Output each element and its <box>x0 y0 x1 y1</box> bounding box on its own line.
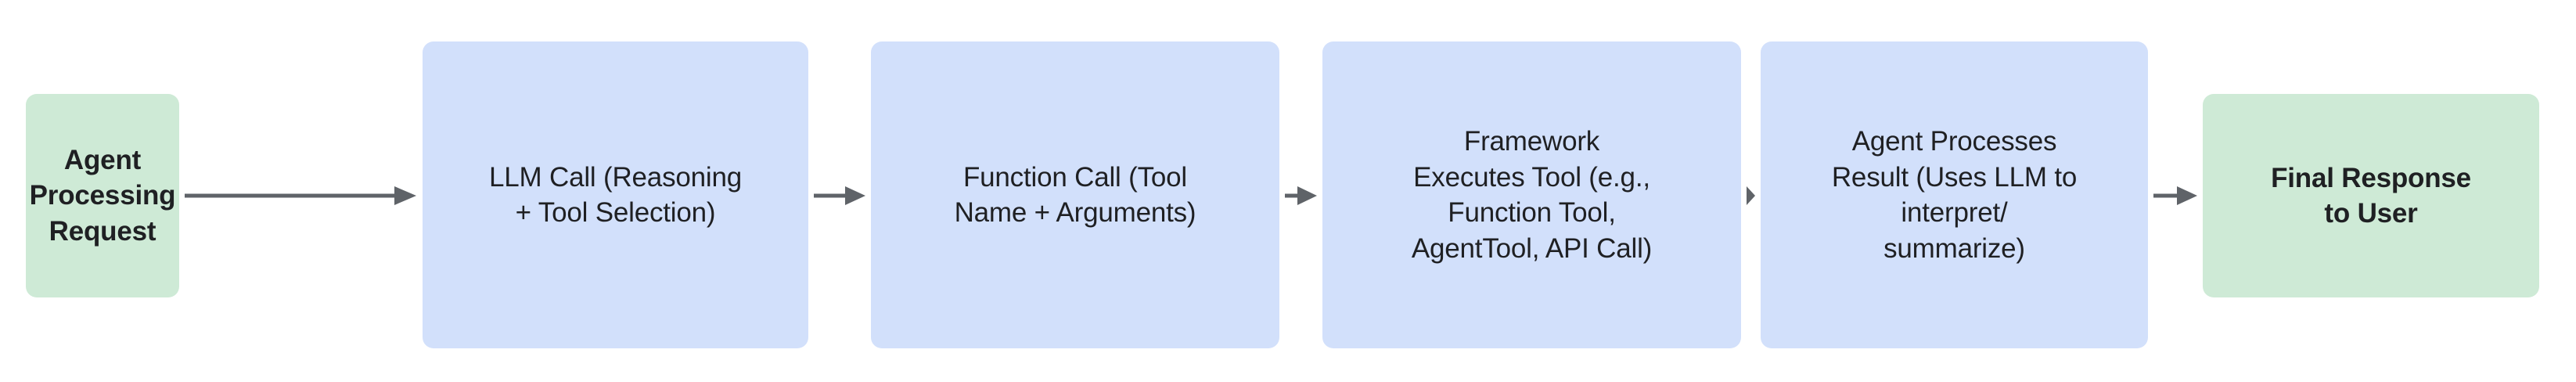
node-agent-processes-result[interactable]: Agent Processes Result (Uses LLM to inte… <box>1761 41 2148 348</box>
node-llm-call[interactable]: LLM Call (Reasoning + Tool Selection) <box>423 41 808 348</box>
node-function-call[interactable]: Function Call (Tool Name + Arguments) <box>871 41 1279 348</box>
node-final-response-to-user[interactable]: Final Response to User <box>2203 94 2539 297</box>
arrow-right-icon-agent-processes-result-to-final-response-to-user <box>2153 186 2197 205</box>
arrow-right-icon-agent-processing-request-to-llm-call <box>185 186 416 205</box>
arrow-right-icon-llm-call-to-function-call <box>814 186 865 205</box>
node-framework-executes-tool[interactable]: Framework Executes Tool (e.g., Function … <box>1322 41 1741 348</box>
node-agent-processing-request[interactable]: Agent Processing Request <box>26 94 179 297</box>
arrow-right-icon-framework-executes-tool-to-agent-processes-result <box>1747 186 1755 205</box>
arrow-right-icon-function-call-to-framework-executes-tool <box>1285 186 1317 205</box>
